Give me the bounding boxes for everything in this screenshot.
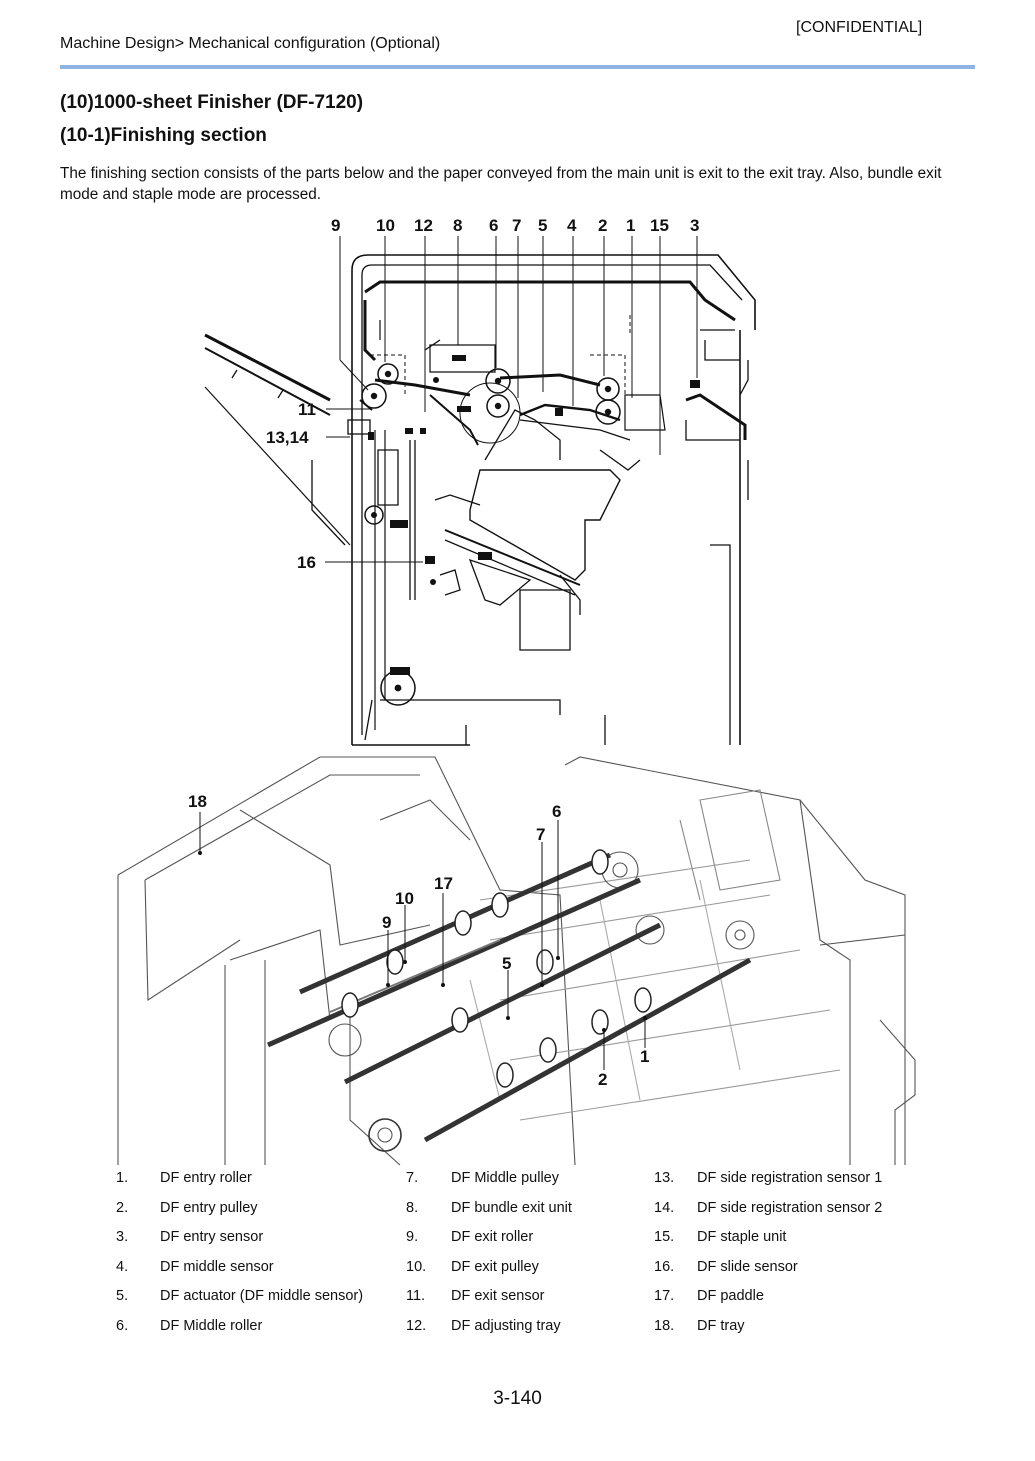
legend-name: DF entry pulley [160,1200,258,1216]
callout-9-bottom: 9 [382,913,391,932]
legend-num: 4. [116,1259,129,1275]
perspective-callouts: 18 6 7 17 10 9 5 1 2 [188,792,649,1089]
roller-shafts [266,852,752,1143]
legend-num: 2. [116,1200,129,1216]
legend-num: 18. [654,1318,675,1334]
legend-num: 8. [406,1200,419,1216]
legend-name: DF exit sensor [451,1288,545,1304]
callout-1: 1 [626,216,635,235]
perspective-leaders [199,812,646,1070]
legend-num: 9. [406,1229,419,1245]
header-divider [60,65,975,69]
callout-13-14: 13,14 [266,428,309,447]
callout-15: 15 [650,216,669,235]
legend-name: DF middle sensor [160,1259,274,1275]
legend-name: DF exit pulley [451,1259,539,1275]
legend-name: DF adjusting tray [451,1318,561,1334]
legend-num: 16. [654,1259,675,1275]
callout-12: 12 [414,216,433,235]
legend-num: 7. [406,1170,419,1186]
perspective-diagram [117,756,916,1166]
legend-name: DF entry roller [160,1170,252,1186]
legend-name: DF Middle roller [160,1318,263,1334]
legend-num: 3. [116,1229,129,1245]
legend-name: DF side registration sensor 2 [697,1200,883,1216]
legend-num: 1. [116,1170,129,1186]
callout-10: 10 [376,216,395,235]
cross-section-diagram [204,236,756,746]
legend-num: 12. [406,1318,427,1334]
perspective-dots [198,851,647,1032]
callout-16: 16 [297,553,316,572]
intro-paragraph: The finishing section consists of the pa… [60,165,942,203]
finisher-diagrams: 9 10 12 8 6 7 5 4 2 1 15 3 11 13,14 16 [117,216,916,1166]
callout-3: 3 [690,216,699,235]
page-number: 3-140 [493,1388,542,1409]
legend-name: DF paddle [697,1288,764,1304]
legend-name: DF Middle pulley [451,1170,559,1186]
callout-4: 4 [567,216,577,235]
page-title: (10)1000-sheet Finisher (DF-7120) [60,92,364,113]
legend-num: 13. [654,1170,675,1186]
legend-num: 15. [654,1229,675,1245]
callout-2-bottom: 2 [598,1070,607,1089]
callout-6: 6 [489,216,498,235]
legend-name: DF entry sensor [160,1229,264,1245]
callout-10-bottom: 10 [395,889,414,908]
legend-num: 5. [116,1288,129,1304]
legend-num: 14. [654,1200,675,1216]
breadcrumb: Machine Design> Mechanical configuration… [60,35,441,52]
callout-18: 18 [188,792,207,811]
cross-section-side-callouts: 11 13,14 16 [266,400,316,572]
legend-name: DF actuator (DF middle sensor) [160,1288,364,1304]
callout-17: 17 [434,874,453,893]
callout-7: 7 [512,216,521,235]
callout-5-bottom: 5 [502,954,511,973]
callout-5: 5 [538,216,547,235]
legend-name: DF bundle exit unit [451,1200,572,1216]
cross-section-top-callouts: 9 10 12 8 6 7 5 4 2 1 15 3 [331,216,699,235]
callout-6-bottom: 6 [552,802,561,821]
legend-name: DF tray [697,1318,745,1334]
legend-num: 10. [406,1259,427,1275]
callout-7-bottom: 7 [536,825,545,844]
callout-9: 9 [331,216,340,235]
confidential-label: [CONFIDENTIAL] [796,19,923,36]
callout-8: 8 [453,216,462,235]
legend-num: 17. [654,1288,675,1304]
callout-11: 11 [298,400,316,419]
section-title: (10-1)Finishing section [60,125,267,146]
legend-name: DF slide sensor [697,1259,798,1275]
legend-num: 11. [406,1288,426,1304]
legend-name: DF exit roller [451,1229,534,1245]
roller-collars [341,849,652,1088]
callout-1-bottom: 1 [640,1047,649,1066]
legend-name: DF side registration sensor 1 [697,1170,883,1186]
legend-name: DF staple unit [697,1229,787,1245]
callout-2: 2 [598,216,607,235]
legend-num: 6. [116,1318,129,1334]
